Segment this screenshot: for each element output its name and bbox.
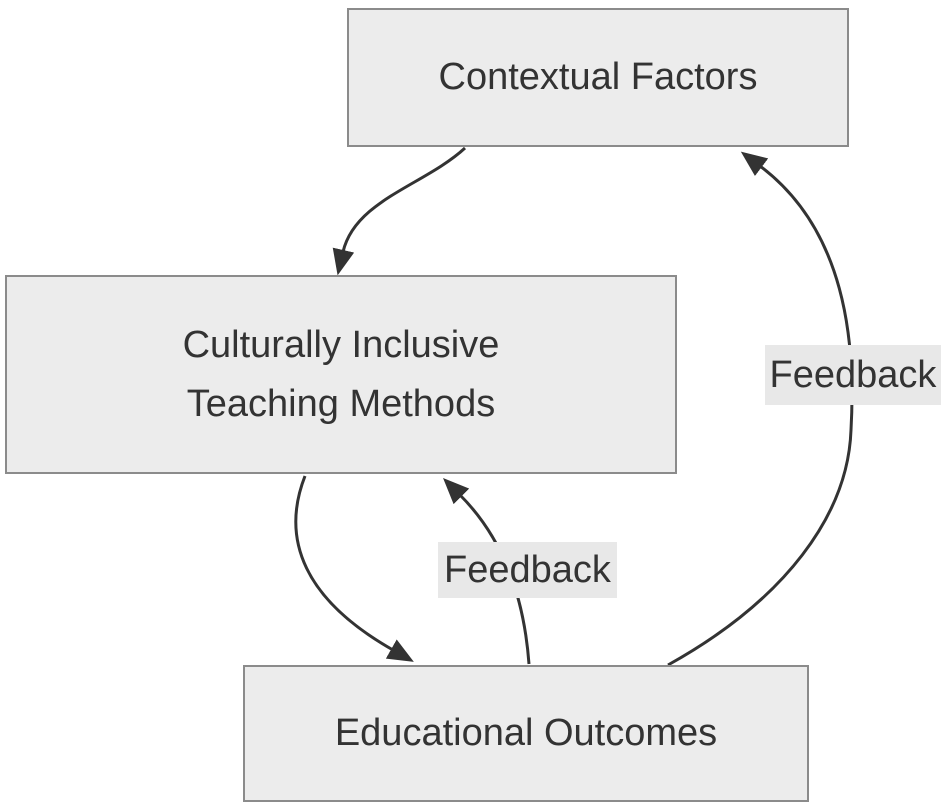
node-educational-outcomes: Educational Outcomes (243, 665, 809, 802)
edge-outcomes-to-contextual-feedback (667, 151, 854, 667)
node-teaching-methods: Culturally Inclusive Teaching Methods (5, 275, 677, 474)
node-contextual-factors: Contextual Factors (347, 8, 849, 147)
node-educational-outcomes-label: Educational Outcomes (334, 712, 718, 755)
edge-label-feedback-outcomes-to-contextual: Feedback (765, 345, 941, 405)
node-teaching-methods-label-line2: Teaching Methods (186, 382, 496, 425)
node-teaching-methods-label: Culturally Inclusive Teaching Methods (183, 316, 500, 434)
edge-label-feedback-outcomes-to-teaching: Feedback (438, 542, 617, 598)
node-contextual-factors-label: Contextual Factors (438, 56, 758, 99)
edge-contextual-to-teaching (332, 146, 467, 276)
edge-teaching-to-outcomes (294, 475, 414, 662)
node-teaching-methods-label-line1: Culturally Inclusive (182, 323, 500, 366)
